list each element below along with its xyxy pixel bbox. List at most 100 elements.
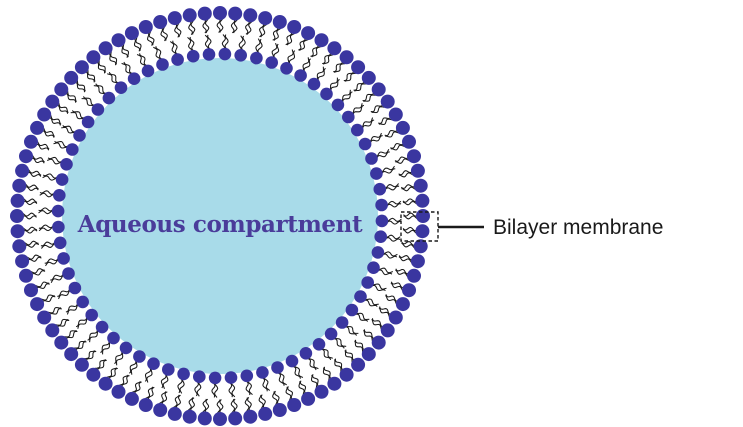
outer-lipid-head [315, 385, 329, 399]
outer-lipid-head [258, 11, 272, 25]
inner-lipid-head [171, 53, 184, 66]
inner-lipid-head [60, 158, 73, 171]
outer-lipid-head [243, 410, 257, 424]
outer-lipid-head [396, 297, 410, 311]
outer-lipid-head [402, 283, 416, 297]
outer-lipid-head [11, 194, 25, 208]
outer-lipid-head [415, 224, 429, 238]
outer-lipid-head [213, 412, 227, 426]
outer-lipid-head [99, 41, 113, 55]
outer-lipid-head [19, 149, 33, 163]
inner-lipid-head [342, 111, 355, 124]
inner-lipid-head [241, 370, 254, 383]
outer-lipid-head [30, 297, 44, 311]
outer-lipid-head [228, 411, 242, 425]
inner-lipid-head [76, 296, 89, 309]
outer-lipid-head [54, 82, 68, 96]
outer-lipid-head [415, 194, 429, 208]
inner-lipid-head [256, 366, 269, 379]
inner-lipid-head [56, 173, 69, 186]
inner-lipid-head [265, 56, 278, 69]
inner-lipid-head [367, 261, 380, 274]
outer-lipid-head [228, 7, 242, 21]
outer-lipid-head [19, 269, 33, 283]
compartment-label: Aqueous compartment [77, 211, 363, 238]
inner-lipid-head [351, 124, 364, 137]
inner-lipid-head [225, 371, 238, 384]
outer-lipid-head [273, 15, 287, 29]
outer-lipid-head [340, 368, 354, 382]
inner-lipid-head [370, 167, 383, 180]
outer-lipid-head [153, 403, 167, 417]
outer-lipid-head [153, 15, 167, 29]
outer-lipid-head [362, 347, 376, 361]
inner-lipid-head [142, 65, 155, 78]
outer-lipid-head [24, 283, 38, 297]
inner-lipid-head [96, 321, 109, 334]
inner-lipid-head [375, 199, 388, 212]
outer-lipid-head [389, 311, 403, 325]
outer-lipid-head [24, 135, 38, 149]
inner-lipid-head [73, 129, 86, 142]
outer-lipid-head [168, 11, 182, 25]
inner-lipid-head [133, 350, 146, 363]
outer-lipid-head [183, 410, 197, 424]
inner-lipid-head [54, 237, 67, 250]
inner-lipid-head [156, 58, 169, 71]
outer-lipid-head [10, 209, 24, 223]
inner-lipid-head [82, 116, 95, 129]
inner-lipid-head [361, 276, 374, 289]
outer-lipid-head [411, 254, 425, 268]
inner-lipid-head [187, 50, 200, 63]
inner-lipid-head [250, 52, 263, 65]
inner-lipid-head [52, 205, 65, 218]
outer-lipid-head [99, 377, 113, 391]
outer-lipid-head [30, 121, 44, 135]
inner-lipid-head [374, 230, 387, 243]
inner-lipid-head [177, 368, 190, 381]
outer-lipid-head [112, 385, 126, 399]
outer-lipid-head [407, 269, 421, 283]
outer-lipid-head [287, 398, 301, 412]
inner-lipid-head [66, 143, 79, 156]
inner-lipid-head [308, 78, 321, 91]
outer-lipid-head [416, 209, 430, 223]
outer-lipid-head [414, 179, 428, 193]
outer-lipid-head [198, 411, 212, 425]
outer-lipid-head [37, 108, 51, 122]
inner-lipid-head [193, 370, 206, 383]
inner-lipid-head [280, 62, 293, 75]
inner-lipid-head [294, 69, 307, 82]
outer-lipid-head [125, 26, 139, 40]
inner-lipid-head [128, 72, 141, 85]
inner-lipid-head [372, 246, 385, 259]
outer-lipid-head [389, 108, 403, 122]
inner-lipid-head [203, 48, 216, 61]
outer-lipid-head [37, 311, 51, 325]
inner-lipid-head [115, 81, 128, 94]
inner-lipid-head [374, 183, 387, 196]
outer-lipid-head [351, 358, 365, 372]
inner-lipid-head [336, 316, 349, 329]
inner-lipid-head [107, 332, 120, 345]
inner-lipid-head [359, 138, 372, 151]
outer-lipid-head [12, 179, 26, 193]
inner-lipid-head [209, 372, 222, 385]
outer-lipid-head [139, 398, 153, 412]
outer-lipid-head [411, 164, 425, 178]
outer-lipid-head [327, 377, 341, 391]
outer-lipid-head [45, 95, 59, 109]
outer-lipid-head [86, 368, 100, 382]
outer-lipid-head [45, 323, 59, 337]
outer-lipid-head [198, 7, 212, 21]
outer-lipid-head [86, 50, 100, 64]
outer-lipid-head [372, 82, 386, 96]
inner-lipid-head [332, 99, 345, 112]
outer-lipid-head [340, 50, 354, 64]
inner-lipid-head [365, 152, 378, 165]
inner-lipid-head [219, 48, 232, 61]
outer-lipid-head [301, 392, 315, 406]
outer-lipid-head [396, 121, 410, 135]
inner-lipid-head [103, 92, 116, 105]
inner-lipid-head [313, 338, 326, 351]
